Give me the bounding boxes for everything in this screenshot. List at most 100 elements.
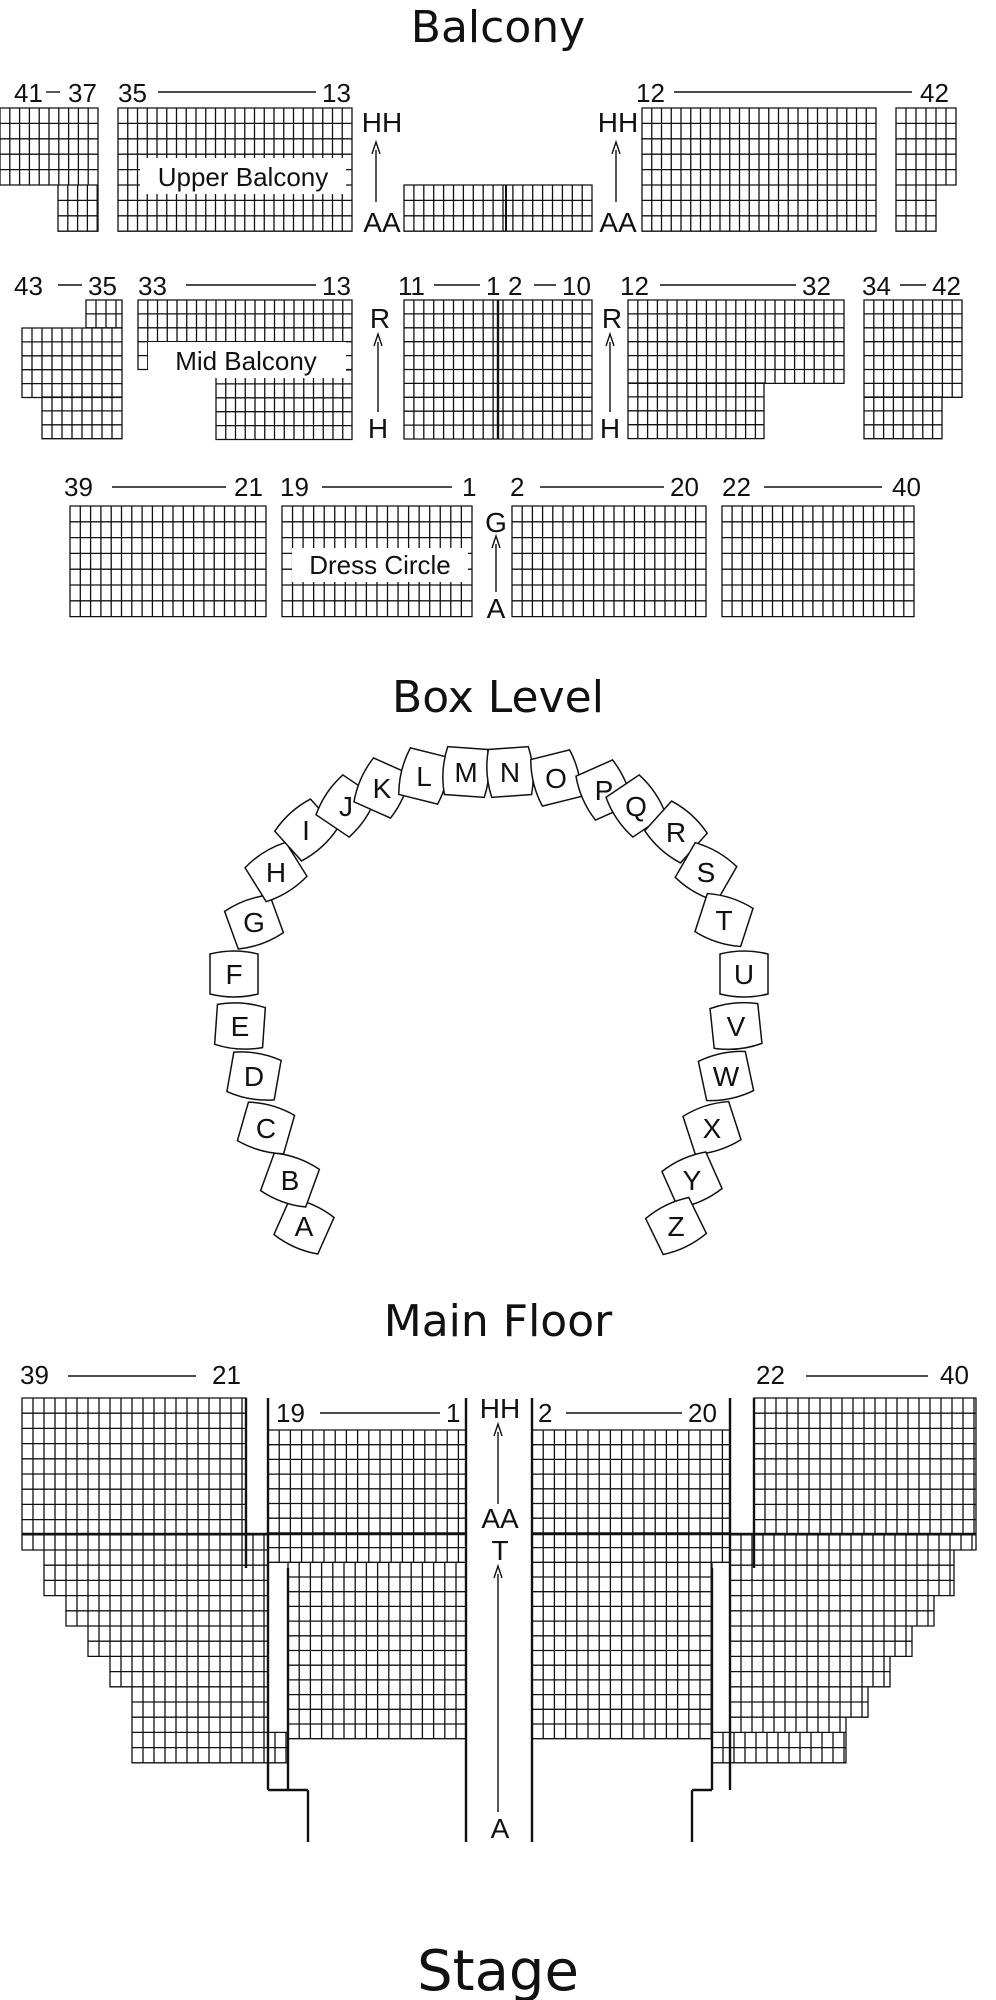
box-label-S: S [697,857,716,888]
floor-far-left-section-cells [21,1397,289,1764]
box-K: K [353,757,411,819]
upper-center-section-cells [403,184,593,232]
box-shape-W [697,1050,755,1102]
box-S: S [674,841,738,903]
floor-far-left-section [21,1397,289,1764]
box-shape-D [226,1051,282,1101]
upper-left-start: 35 [118,78,147,108]
box-label-W: W [713,1061,740,1092]
floor-left-section-cells [267,1429,467,1740]
floor-right-end: 20 [688,1398,717,1428]
box-shape-Q [605,773,667,839]
mid-center-start: 11 [398,271,425,301]
box-label-V: V [727,1011,746,1042]
box-B: B [259,1152,321,1208]
box-A: A [273,1197,335,1255]
box-shape-V [709,1001,763,1051]
mid-left-outer-section [21,299,123,440]
box-label-N: N [500,757,520,788]
mid-right-end: 32 [802,271,831,301]
box-label-A: A [295,1211,314,1242]
floor-left-section [267,1429,467,1740]
box-shape-N [486,745,534,799]
box-label-Q: Q [625,791,647,822]
mid-right-outer-start: 34 [862,271,891,301]
box-shape-C [236,1101,296,1155]
dress-right-section-cells [511,505,707,618]
main-floor-title: Main Floor [384,1296,613,1347]
upper-right-outer-section-cells [895,107,957,232]
box-label-L: L [416,761,432,792]
box-shape-Z [644,1196,708,1256]
box-D: D [226,1051,282,1101]
box-shape-B [259,1152,321,1208]
box-label-E: E [231,1011,250,1042]
floor-left-end: 1 [446,1398,460,1428]
box-N: N [486,745,534,799]
dress-far-left-section-cells [69,505,267,618]
mid-center-section [403,299,593,440]
box-label-I: I [302,815,310,846]
mid-balcony-label-bg [148,342,346,378]
box-label-Z: Z [667,1211,684,1242]
dress-far-left-section [69,505,267,618]
mid-left-row-bottom: H [368,413,388,444]
upper-left-end: 13 [322,78,351,108]
dress-row-top: G [485,507,507,538]
box-shape-U [719,950,769,998]
floor-right-start: 2 [538,1398,552,1428]
box-M: M [442,745,490,799]
box-E: E [213,1002,267,1050]
upper-left-row-bottom: AA [363,207,401,238]
box-shape-T [694,892,754,948]
floor-aisle-row-t: T [491,1535,508,1566]
upper-right-row-top: HH [598,107,638,138]
upper-left-row-top: HH [362,107,402,138]
mid-left-outer-section-cells [21,299,123,440]
dress-far-left-start: 39 [64,472,93,502]
box-label-H: H [266,857,286,888]
mid-center-two: 2 [508,271,522,301]
box-label-O: O [545,763,567,794]
dress-right-section [511,505,707,618]
dress-circle-label: Dress Circle [309,550,451,580]
floor-arrow-top-head [493,1421,503,1437]
balcony-title: Balcony [411,2,585,53]
mid-right-outer-end: 42 [932,271,961,301]
dress-far-right-section [721,505,915,618]
mid-center-one: 1 [486,271,500,301]
box-label-Y: Y [683,1165,702,1196]
box-H: H [244,841,308,903]
box-shape-H [244,841,308,903]
upper-right-outer-section [895,107,957,232]
floor-far-left-end: 21 [212,1360,241,1390]
upper-right-arrow-head [611,139,621,155]
upper-balcony-label: Upper Balcony [158,162,329,192]
dress-row-bottom: A [487,593,506,624]
box-shape-Y [661,1151,723,1209]
box-shape-G [223,894,285,950]
box-shape-X [682,1100,742,1156]
box-F: F [209,950,259,998]
upper-right-end: 42 [920,78,949,108]
box-label-B: B [281,1165,300,1196]
box-label-C: C [256,1113,276,1144]
floor-far-right-start: 22 [756,1360,785,1390]
box-shape-E [213,1002,267,1050]
floor-right-section-cells [531,1429,731,1740]
mid-center-end: 10 [562,271,591,301]
dress-left-start: 19 [280,472,309,502]
box-T: T [694,892,754,948]
box-label-D: D [244,1061,264,1092]
box-label-T: T [715,905,732,936]
upper-right-start: 12 [636,78,665,108]
mid-left-row-top: R [370,303,390,334]
dress-right-end: 20 [670,472,699,502]
box-shape-S [674,841,738,903]
box-X: X [682,1100,742,1156]
box-G: G [223,894,285,950]
box-V: V [709,1001,763,1051]
dress-circle-label-bg [292,548,468,582]
box-C: C [236,1101,296,1155]
